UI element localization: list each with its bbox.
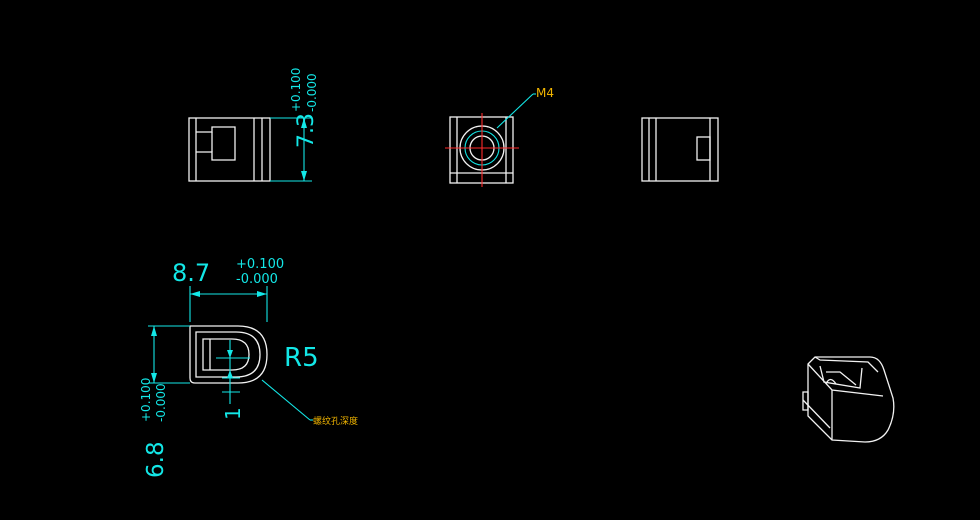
side-height-dim-tol-upper: +0.100 xyxy=(139,378,153,422)
detail-view xyxy=(189,325,268,384)
side-height-dim-tol-lower: -0.000 xyxy=(154,383,168,422)
width-dim-value: 8.7 xyxy=(172,259,210,287)
front-view xyxy=(188,117,271,182)
top-view xyxy=(445,113,519,187)
width-dim-tol-lower: -0.000 xyxy=(236,272,278,287)
thread-label: M4 xyxy=(536,86,554,100)
side-view xyxy=(641,117,719,182)
isometric-view xyxy=(802,356,895,443)
radius-label: R5 xyxy=(284,343,319,373)
height-dim-tol-lower-top: -0.000 xyxy=(305,73,319,112)
thread-leader: M4 xyxy=(496,86,554,129)
detail-center-marks: 1 xyxy=(216,340,250,420)
note-label: 螺纹孔深度 xyxy=(313,415,358,427)
height-dimension-side: 6.8 +0.100 -0.000 xyxy=(139,325,190,478)
side-height-dim-value: 6.8 xyxy=(143,441,169,478)
note-leader: 螺纹孔深度 xyxy=(261,379,358,427)
height-dim-value-top: 7.3 xyxy=(294,113,319,148)
height-dim-tol-upper-top: +0.100 xyxy=(289,68,303,112)
height-dimension-top: 7.3 +0.100 -0.000 xyxy=(270,68,319,182)
depth-dim-value: 1 xyxy=(221,407,245,420)
width-dimension: 8.7 +0.100 -0.000 xyxy=(172,257,284,322)
width-dim-tol-upper: +0.100 xyxy=(236,257,284,272)
